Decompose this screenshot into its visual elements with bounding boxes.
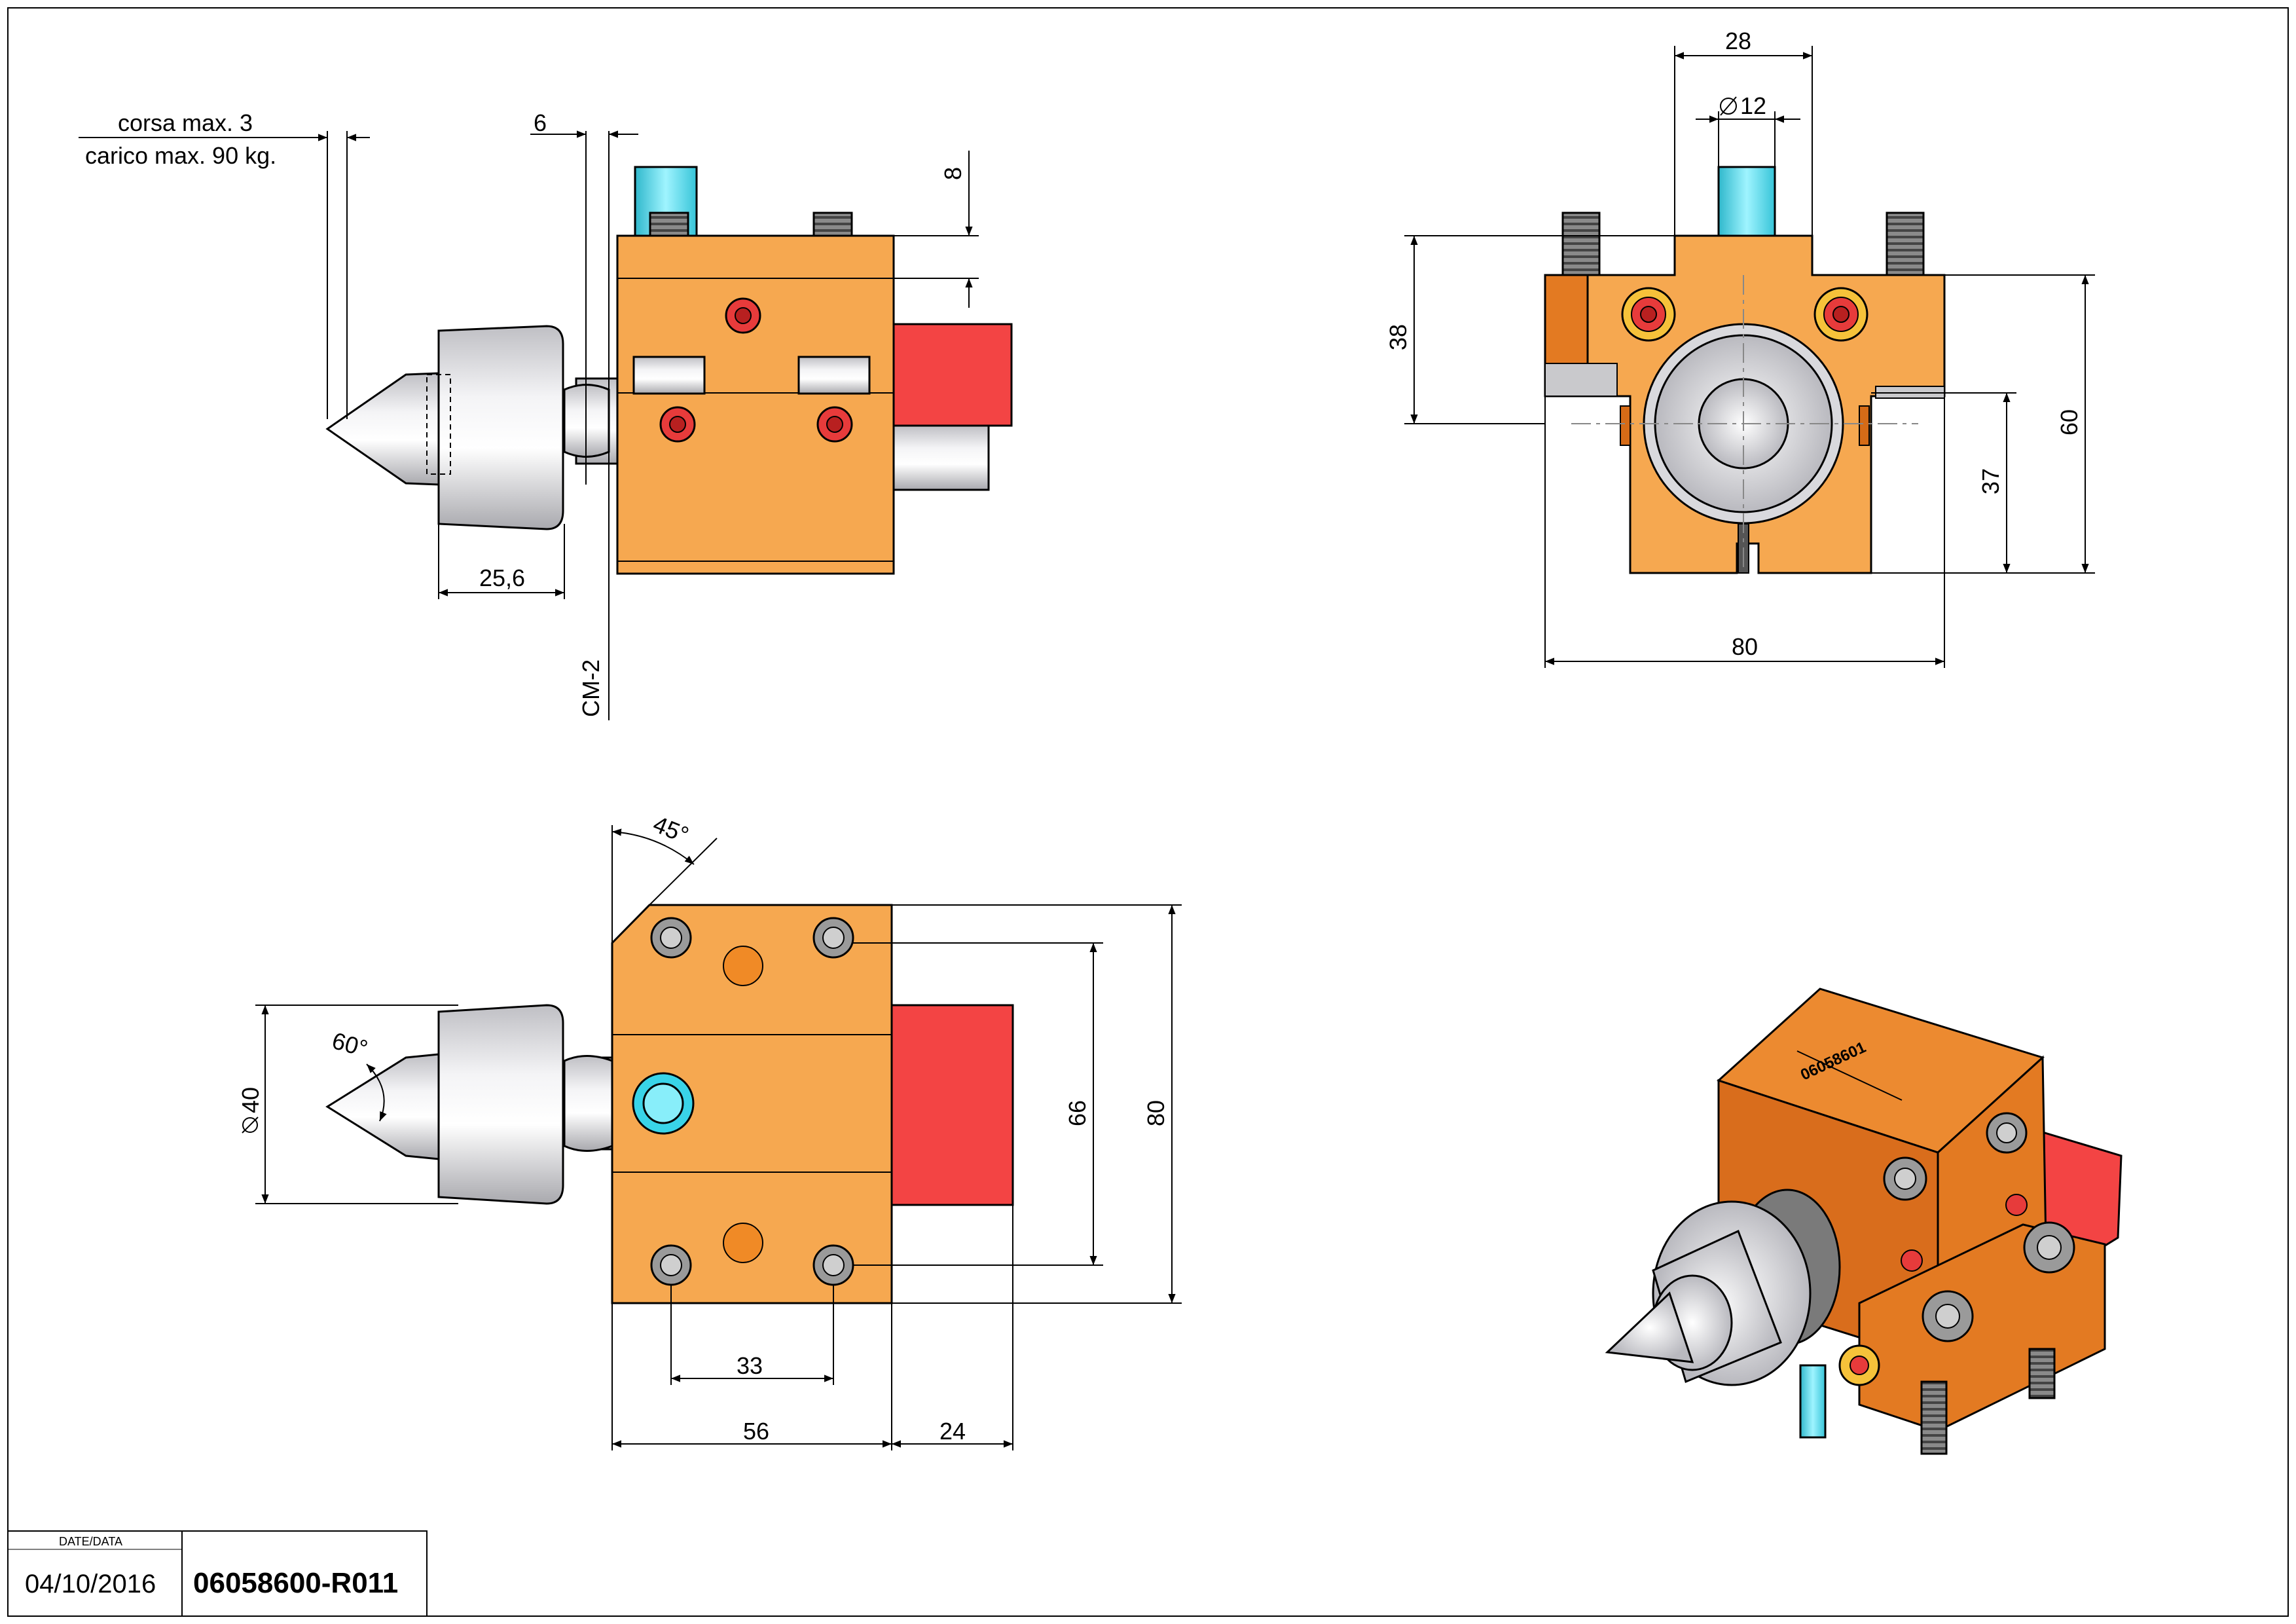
- front-view: 28 12 38 37 60 80: [1385, 28, 2095, 668]
- cone-tip: [325, 1053, 440, 1160]
- dim-66: 66: [1064, 1100, 1091, 1126]
- socket-screw-icon: [1901, 1249, 1923, 1272]
- tool-holder-body: [611, 904, 893, 1304]
- dim-37: 37: [1977, 468, 2004, 494]
- title-block: DATE/DATA 04/10/2016 06058600-R011: [7, 1530, 428, 1617]
- dim-28: 28: [1725, 28, 1751, 54]
- isometric-view: 06058601: [1605, 987, 2123, 1455]
- bolt: [1886, 212, 1925, 280]
- date-value: 04/10/2016: [25, 1570, 156, 1598]
- dim-56: 56: [743, 1418, 769, 1445]
- diameter-icon: [1720, 98, 1737, 115]
- top-view: 45° 60° 40 66 80 33 56 24: [237, 810, 1182, 1450]
- dim-33: 33: [737, 1352, 763, 1379]
- drawing-frame: [7, 7, 2289, 1617]
- socket-screw-icon: [650, 1244, 692, 1286]
- tool-holder-body: [616, 234, 895, 575]
- dim-80: 80: [1142, 1100, 1169, 1126]
- taper-label: CM-2: [577, 659, 604, 717]
- red-block: [892, 323, 1013, 427]
- dowel-pin: [723, 946, 763, 986]
- bolt: [1920, 1380, 1948, 1455]
- dim-38: 38: [1385, 324, 1412, 350]
- cyan-pin: [1799, 1364, 1827, 1439]
- bolt: [1561, 212, 1601, 280]
- diameter-icon: [242, 1117, 258, 1133]
- angle-45: 45°: [649, 810, 693, 848]
- drawing-code: 06058600-R011: [193, 1567, 398, 1599]
- dim-dia40: 40: [237, 1087, 264, 1113]
- clamp: [797, 356, 871, 395]
- date-label: DATE/DATA: [59, 1535, 122, 1548]
- live-center: [437, 1004, 564, 1205]
- cone-tip: [325, 372, 440, 486]
- socket-screw-icon: [2005, 1194, 2028, 1216]
- red-block: [890, 1004, 1014, 1206]
- dim-24: 24: [939, 1418, 966, 1445]
- stroke-note: corsa max. 3: [118, 109, 253, 136]
- side-view: 6 corsa max. 3 carico max. 90 kg. 8 25,6…: [79, 109, 1013, 720]
- live-center: [437, 325, 564, 530]
- socket-screw-icon: [812, 917, 854, 959]
- socket-screw-icon: [812, 1244, 854, 1286]
- dim-6: 6: [534, 109, 547, 136]
- socket-screw-icon: [650, 917, 692, 959]
- dowel-pin: [723, 1223, 763, 1263]
- angle-60: 60°: [329, 1027, 371, 1062]
- cyan-pin: [1717, 166, 1776, 242]
- load-note: carico max. 90 kg.: [85, 142, 276, 169]
- dim-dia12: 12: [1740, 92, 1766, 119]
- dim-8: 8: [939, 167, 966, 180]
- clamp: [632, 356, 706, 395]
- cone-tip: [1605, 1291, 1694, 1363]
- bolt: [2028, 1348, 2056, 1399]
- steel-bar: [892, 424, 990, 491]
- dim-25-6: 25,6: [479, 564, 525, 591]
- dim-60: 60: [2056, 409, 2083, 435]
- dim-80: 80: [1732, 633, 1758, 660]
